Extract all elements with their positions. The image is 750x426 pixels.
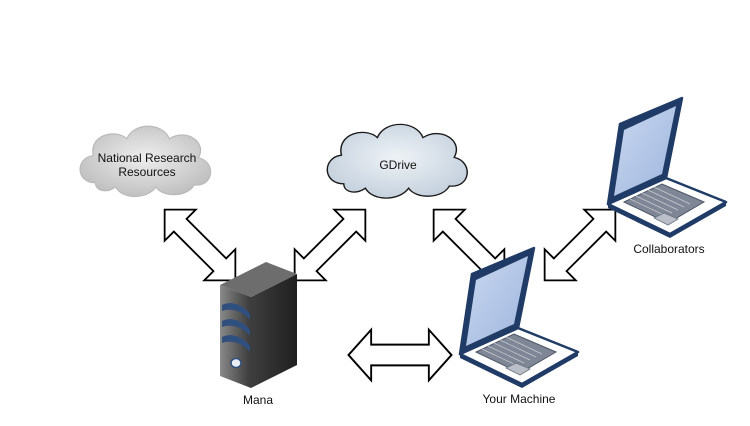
collaborators-label: Collaborators — [633, 242, 704, 256]
mana-node: Mana — [220, 262, 297, 407]
national-research-node: National Research Resources — [79, 125, 212, 198]
gdrive-node: GDrive — [326, 123, 468, 199]
your-machine-label: Your Machine — [483, 392, 556, 406]
your-machine-node: Your Machine — [458, 246, 580, 406]
gdrive-label: GDrive — [379, 158, 417, 172]
server-icon — [220, 262, 297, 388]
arrow-mana-your-machine — [347, 328, 453, 382]
collaborators-node: Collaborators — [606, 96, 728, 256]
national-research-label-line2: Resources — [118, 165, 175, 179]
national-research-label-line1: National Research — [98, 151, 197, 165]
laptop-icon — [606, 96, 728, 240]
mana-label: Mana — [243, 393, 273, 407]
